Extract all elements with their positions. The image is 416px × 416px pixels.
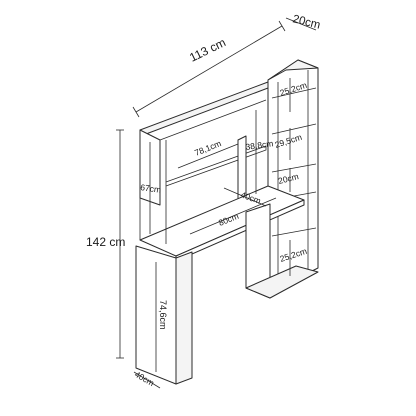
label-overall-height: 142 cm	[86, 235, 125, 249]
left-leg-side	[175, 251, 193, 385]
tower-shelf-2	[271, 123, 317, 135]
label-small-shelf: 20cm	[277, 171, 300, 186]
dim-tick-width-left	[132, 106, 140, 118]
label-hutch-width: 78,1cm	[193, 138, 223, 158]
hutch-middle-shelf	[165, 145, 267, 187]
desk-hutch-illustration	[135, 59, 319, 385]
label-hutch-height: 38,8cm	[245, 138, 274, 152]
tower-shelf-5	[271, 227, 317, 237]
label-overall-width: 113 cm	[187, 35, 228, 64]
right-cabinet-bottom	[245, 265, 319, 299]
hutch-top-panel	[139, 81, 269, 135]
right-tower-top	[267, 59, 319, 81]
dim-line-width	[135, 25, 283, 113]
dim-tick-width-right	[278, 20, 286, 32]
dim-line-leg-depth	[133, 371, 161, 389]
dim-line-hutch-width	[177, 143, 239, 169]
dim-line-desk-depth	[223, 187, 267, 207]
label-overall-depth: 20cm	[291, 13, 321, 31]
dimension-lines	[116, 17, 317, 389]
dim-line-depth	[285, 17, 317, 31]
hutch-back-top	[159, 99, 267, 141]
label-hutch-side: 67cm	[140, 182, 162, 195]
tower-shelf-1	[271, 87, 317, 99]
label-desk-height: 74,6cm	[158, 300, 168, 330]
tower-shelf-3	[271, 163, 317, 173]
